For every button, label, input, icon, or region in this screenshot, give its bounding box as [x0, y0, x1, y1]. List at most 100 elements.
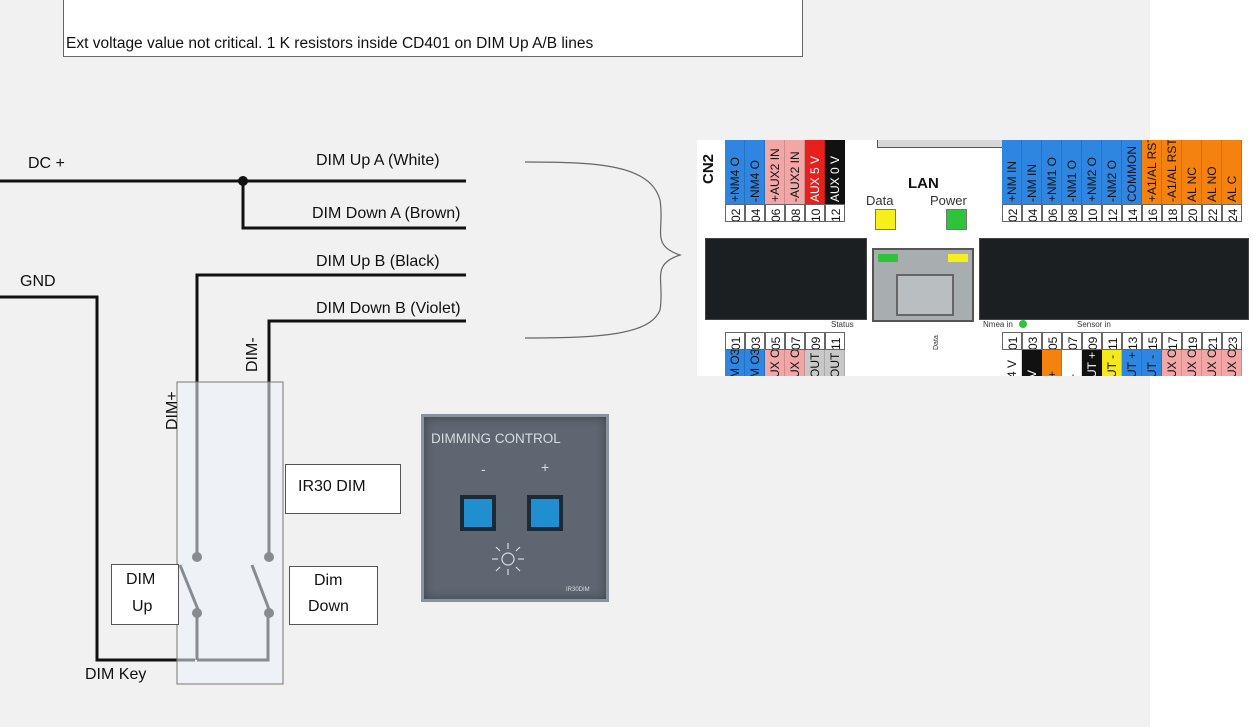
pin-number-text: 09: [1086, 336, 1100, 350]
panel-plus-button[interactable]: [527, 495, 563, 531]
pin-number: 10: [805, 204, 825, 222]
pin-number-text: 08: [789, 208, 803, 222]
pin-number-text: 10: [809, 208, 823, 222]
terminal-label-text: +A1/AL RST: [1145, 140, 1159, 202]
terminal-label: AL C: [1222, 140, 1242, 204]
terminal-label: AUX 0 V: [825, 140, 845, 204]
dim-up-label-box: [111, 564, 179, 625]
label-dim-up-b: DIM Up B (Black): [316, 253, 440, 270]
terminal-label: +NM1 O: [1042, 140, 1062, 204]
pin-number-text: 13: [1126, 336, 1140, 350]
terminal-label: -NM2 O: [1102, 140, 1122, 204]
terminal-label: -NM4 O: [745, 140, 765, 204]
terminal-label: UX O 1-: [1182, 350, 1202, 376]
pin-number-text: 11: [1106, 337, 1120, 350]
status-label: Status: [831, 320, 854, 329]
label-dim-plus: DIM+: [164, 391, 181, 430]
pin-number-text: 09: [809, 336, 823, 350]
terminal-label: UX O3+: [765, 350, 785, 376]
dim-up-label-1: DIM: [126, 571, 156, 588]
pin-number-text: 12: [1106, 208, 1120, 222]
note-text: Ext voltage value not critical. 1 K resi…: [66, 35, 594, 52]
pin-number-text: 15: [1146, 336, 1160, 350]
terminal-label-text: UX O 2+: [1205, 350, 1219, 376]
pin-number-text: 19: [1186, 336, 1200, 350]
pin-number: 14: [1122, 204, 1142, 222]
label-dc-plus: DC +: [28, 155, 65, 172]
dim-up-label-2: Up: [132, 598, 153, 615]
dim-down-label-box: [289, 566, 378, 625]
pin-number-text: 20: [1186, 208, 1200, 222]
terminal-label: +NM IN: [1002, 140, 1022, 204]
pin-number: 20: [1182, 204, 1202, 222]
terminal-label: -: [1062, 350, 1082, 376]
pin-number: 02: [725, 204, 745, 222]
pin-number: 19: [1182, 332, 1202, 350]
lan-port: [872, 248, 974, 322]
pin-number: 03: [745, 332, 765, 350]
pin-number: 03: [1022, 332, 1042, 350]
pin-number: 13: [1122, 332, 1142, 350]
pin-number-text: 05: [1046, 336, 1060, 350]
terminal-label-text: AL NO: [1205, 166, 1219, 202]
terminal-label: -A1/AL RST: [1162, 140, 1182, 204]
terminal-label-text: +: [1045, 370, 1059, 376]
pin-number-text: 06: [1046, 208, 1060, 222]
terminal-label: OUT: [825, 350, 845, 376]
pin-number-text: 16: [1146, 208, 1160, 222]
terminal-label: +A1/AL RST: [1142, 140, 1162, 204]
pin-number-text: 07: [1066, 336, 1080, 350]
dim-down-label-2: Down: [308, 598, 349, 615]
pin-number: 07: [785, 332, 805, 350]
pin-number: 22: [1202, 204, 1222, 222]
dim-down-label-1: Dim: [314, 572, 343, 589]
terminal-label-text: AUX 5 V: [808, 155, 822, 202]
data-led: [875, 209, 896, 230]
dim-key-label: DIM Key: [85, 666, 147, 683]
terminal-label: OUT: [805, 350, 825, 376]
terminal-label-text: AL C: [1225, 175, 1239, 202]
terminal-label-text: UX O 2-: [1225, 350, 1239, 376]
pin-number: 11: [825, 332, 845, 350]
pin-number-text: 18: [1166, 208, 1180, 222]
pin-number: 07: [1062, 332, 1082, 350]
terminal-label: UX O 2-: [1222, 350, 1242, 376]
terminal-label: COMMON: [1122, 140, 1142, 204]
terminal-label-text: AL NC: [1185, 167, 1199, 202]
terminal-label-text: +NM2 O: [1085, 156, 1099, 202]
pin-number-text: 21: [1206, 336, 1220, 350]
terminal-label: UX O 1+: [1162, 350, 1182, 376]
terminal-label-text: +NM4 O: [728, 156, 742, 202]
terminal-label-text: OUT: [828, 352, 842, 376]
pin-number: 08: [785, 204, 805, 222]
pin-number-text: 04: [1026, 208, 1040, 222]
terminal-label-text: COMMON: [1125, 146, 1139, 202]
terminal-label-text: -NM1 O: [1065, 160, 1079, 202]
label-dim-minus: DIM-: [244, 337, 261, 372]
pin-number-text: 04: [749, 208, 763, 222]
pin-number: 12: [1102, 204, 1122, 222]
data-vertical-label: Data: [933, 335, 940, 350]
panel-minus-button[interactable]: [460, 495, 496, 531]
pin-number: 12: [825, 204, 845, 222]
terminal-label: -NM IN: [1022, 140, 1042, 204]
pin-number: 05: [1042, 332, 1062, 350]
pin-number-text: 14: [1126, 208, 1140, 222]
terminal-label: V: [1022, 350, 1042, 376]
pin-number: 09: [805, 332, 825, 350]
pin-number: 04: [745, 204, 765, 222]
pin-number-text: 23: [1226, 336, 1240, 350]
terminal-label-text: V: [1025, 369, 1039, 376]
pin-number: 01: [1002, 332, 1022, 350]
dimming-control-panel: DIMMING CONTROL - + IR30DIM: [421, 414, 609, 602]
pin-number: 10: [1082, 204, 1102, 222]
terminal-label-text: UT +: [1085, 351, 1099, 376]
terminal-label-text: -A1/AL RST: [1165, 140, 1179, 202]
terminal-label: +NM4 O: [725, 140, 745, 204]
junction-dot: [238, 176, 248, 186]
wire-dim-down-a: [241, 181, 466, 230]
pin-number-text: 06: [769, 208, 783, 222]
panel-model: IR30DIM: [566, 587, 590, 593]
